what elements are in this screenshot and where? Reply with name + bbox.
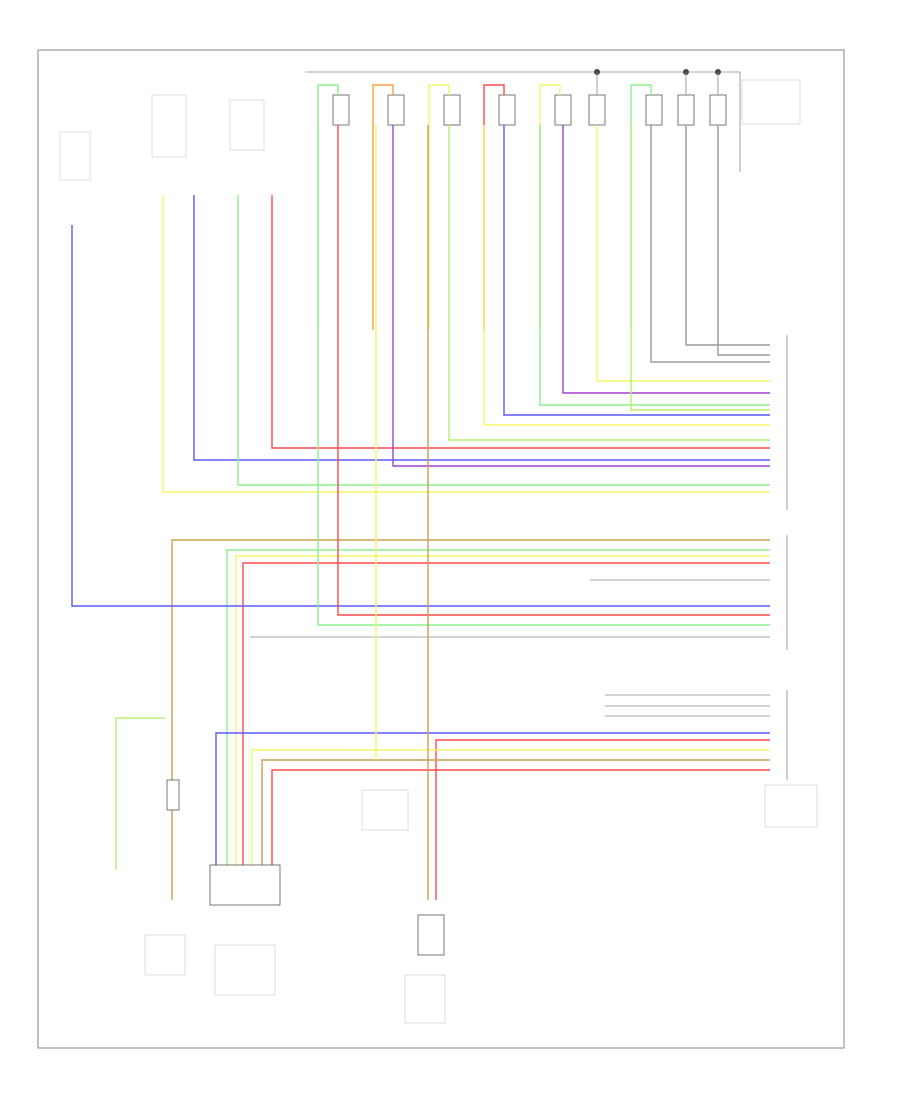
- diagram-border: [37, 49, 845, 1049]
- label-blocks: [59, 79, 818, 1024]
- bottom-left-loop: [115, 717, 165, 870]
- top-connectors: [332, 94, 727, 126]
- top-splice-points: [594, 69, 721, 95]
- bottom-connectors: [166, 779, 445, 956]
- lower-block-wires: [215, 125, 770, 900]
- upper-block-wires: [162, 125, 770, 493]
